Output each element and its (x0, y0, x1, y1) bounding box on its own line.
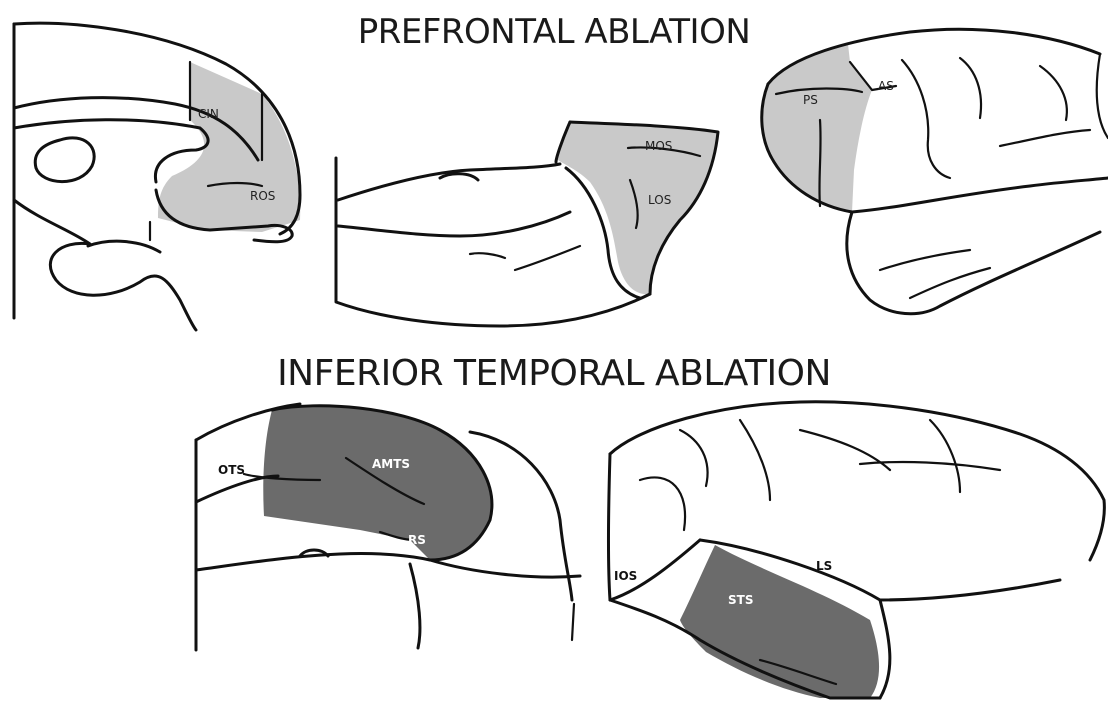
sts-label: STS (728, 593, 753, 607)
lateral-frontal-panel: PS AS (762, 29, 1108, 313)
inferior-temporal-lesion-dark (263, 406, 492, 560)
cin-label: CIN (198, 107, 219, 121)
amts-label: AMTS (372, 457, 410, 471)
orbital-view-panel: MOS LOS (336, 122, 718, 326)
medial-lesion-area (158, 62, 300, 232)
superior-temporal-lesion-dark (680, 545, 879, 698)
ventral-temporal-panel: OTS AMTS RS (196, 404, 580, 650)
ios-label: IOS (614, 569, 637, 583)
ps-label: PS (803, 93, 818, 107)
as-label: AS (878, 79, 894, 93)
ots-label: OTS (218, 463, 245, 477)
los-label: LOS (648, 193, 671, 207)
mos-label: MOS (645, 139, 672, 153)
ros-label: ROS (250, 189, 275, 203)
rs-label: RS (408, 533, 426, 547)
ls-label: LS (816, 559, 832, 573)
lateral-temporal-panel: IOS LS STS (609, 402, 1105, 698)
medial-view-panel: CIN ROS (14, 23, 300, 330)
